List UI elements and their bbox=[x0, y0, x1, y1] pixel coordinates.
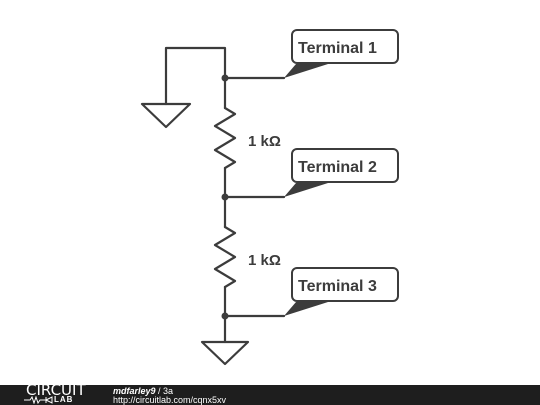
terminal-2: Terminal 2 bbox=[284, 148, 399, 197]
circuitlab-logo-text: CIRCUIT bbox=[26, 381, 86, 399]
ground-symbol-top bbox=[140, 102, 192, 129]
ground-wire-top bbox=[164, 46, 227, 106]
resistor-2-zigzag bbox=[213, 225, 237, 289]
circuitlab-logo-icon bbox=[24, 396, 53, 404]
circuit-url[interactable]: http://circuitlab.com/cqnx5xv bbox=[113, 395, 227, 405]
resistor-1-label: 1 kΩ bbox=[248, 133, 281, 150]
node-2 bbox=[221, 193, 229, 201]
terminal-1-flag bbox=[284, 64, 328, 78]
author-separator: / bbox=[155, 386, 164, 396]
circuit-schematic: 1 kΩ 1 kΩ Terminal 1 Terminal 2 Terminal… bbox=[140, 29, 399, 366]
terminal-3-box bbox=[291, 267, 399, 302]
circuitlab-logo-lab: LAB bbox=[54, 395, 74, 404]
terminal-2-box bbox=[291, 148, 399, 183]
terminal-3: Terminal 3 bbox=[284, 267, 399, 316]
terminal-1-box bbox=[291, 29, 399, 64]
author-line: mdfarley9 / 3a bbox=[113, 386, 173, 396]
node-3 bbox=[221, 312, 229, 320]
author-name[interactable]: mdfarley9 bbox=[113, 386, 156, 396]
terminal-1: Terminal 1 bbox=[284, 29, 399, 78]
resistor-1-zigzag bbox=[213, 106, 237, 170]
node-1 bbox=[221, 74, 229, 82]
terminal-2-flag bbox=[284, 183, 328, 197]
terminal-1-label: Terminal 1 bbox=[298, 40, 377, 57]
resistor-2-label: 1 kΩ bbox=[248, 252, 281, 269]
footer-bar: CIRCUIT LAB mdfarley9 / 3a http://circui… bbox=[0, 381, 540, 405]
terminal-3-flag bbox=[284, 302, 328, 316]
terminal-2-label: Terminal 2 bbox=[298, 159, 377, 176]
ground-symbol-bottom bbox=[200, 340, 250, 366]
circuit-title: 3a bbox=[163, 386, 174, 396]
terminal-3-label: Terminal 3 bbox=[298, 278, 377, 295]
